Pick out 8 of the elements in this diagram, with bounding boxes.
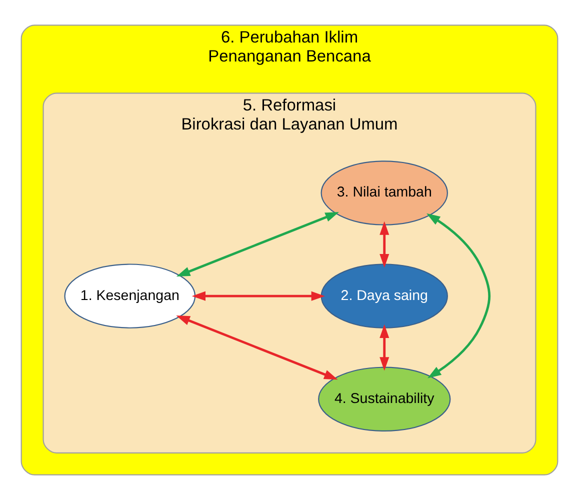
arrow	[192, 291, 325, 301]
node-ellipse: 2. Daya saing	[320, 264, 448, 328]
arrow	[380, 221, 390, 268]
arrow	[176, 212, 339, 277]
node-ellipse: 1. Kesenjangan	[64, 264, 196, 328]
arrow	[380, 324, 390, 371]
arrow	[426, 213, 491, 378]
arrow	[176, 316, 338, 380]
